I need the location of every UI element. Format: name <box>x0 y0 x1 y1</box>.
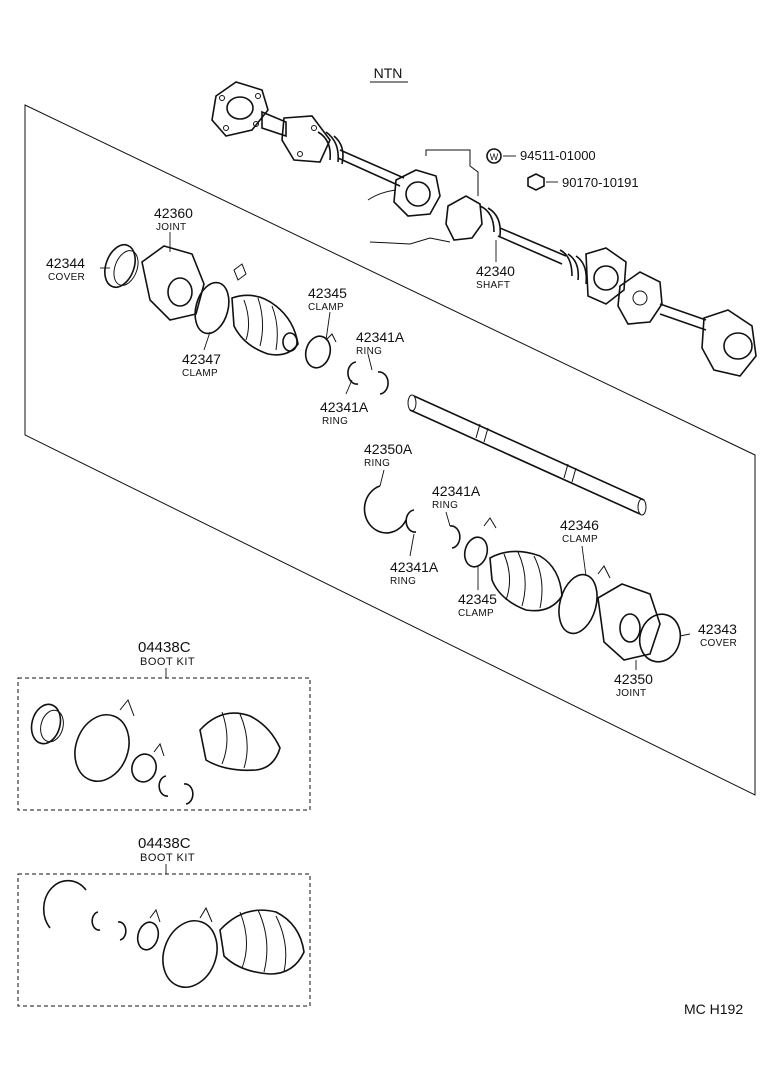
label-clamp-large: 42347 CLAMP <box>182 351 221 379</box>
part-name: SHAFT <box>476 280 510 291</box>
part-name: CLAMP <box>182 368 218 379</box>
part-number: 42343 <box>698 621 737 637</box>
outer-large-clamp <box>194 281 230 335</box>
inner-joint <box>597 583 661 661</box>
nut-part: 90170-10191 <box>527 173 639 191</box>
kit-2-frame <box>17 873 311 1007</box>
boot-kit-2: 04438C BOOT KIT <box>17 835 311 1007</box>
label-clamp-outer: 42345 CLAMP <box>308 285 347 313</box>
nut-number: 90170-10191 <box>562 175 639 190</box>
kit-number: 04438C <box>138 639 191 656</box>
kit-name: BOOT KIT <box>140 852 195 864</box>
part-name: RING <box>356 346 382 357</box>
outer-joint <box>141 245 247 321</box>
diagram-code: MC H192 <box>684 1001 743 1017</box>
part-number: 42347 <box>182 351 221 367</box>
washer-symbol: W <box>490 152 499 162</box>
rings-outer <box>347 361 389 395</box>
part-number: 42341A <box>390 559 439 575</box>
part-name: COVER <box>700 638 737 649</box>
label-ring-b: 42341A RING <box>320 399 369 427</box>
part-name: CLAMP <box>458 608 494 619</box>
part-name: CLAMP <box>562 534 598 545</box>
brand-label: NTN <box>374 65 403 81</box>
part-number: 42360 <box>154 205 193 221</box>
outer-cover <box>104 243 139 289</box>
kit-1-frame <box>17 677 311 811</box>
driveshaft-assembly <box>211 81 757 377</box>
label-ring-snap: 42350A RING <box>364 441 413 469</box>
part-number: 42340 <box>476 263 515 279</box>
kit-number: 04438C <box>138 835 191 852</box>
exploded-frame <box>24 104 756 796</box>
outer-small-clamp <box>304 333 337 369</box>
label-clamp-inner: 42346 CLAMP <box>560 517 599 545</box>
leader-lines <box>100 232 691 670</box>
part-name: RING <box>390 576 416 587</box>
part-name: CLAMP <box>308 302 344 313</box>
label-ring-d: 42341A RING <box>390 559 439 587</box>
kit-name: BOOT KIT <box>140 656 195 668</box>
part-number: 42341A <box>356 329 405 345</box>
inner-cover <box>638 613 682 663</box>
part-name: RING <box>322 416 348 427</box>
snap-ring <box>363 485 407 534</box>
label-ring-c: 42341A RING <box>432 483 481 511</box>
part-number: 42350 <box>614 671 653 687</box>
part-name: JOINT <box>156 222 186 233</box>
part-name: JOINT <box>616 688 646 699</box>
label-shaft: 42340 SHAFT <box>476 263 515 291</box>
part-number: 42344 <box>46 255 85 271</box>
part-number: 42341A <box>432 483 481 499</box>
boot-kit-1: 04438C BOOT KIT <box>17 639 311 811</box>
label-ring-a: 42341A RING <box>356 329 405 357</box>
washer-number: 94511-01000 <box>520 148 596 163</box>
rings-inner <box>405 509 461 549</box>
center-shaft <box>407 394 647 516</box>
inner-boot <box>489 550 563 612</box>
part-number: 42350A <box>364 441 413 457</box>
part-name: COVER <box>48 272 85 283</box>
washer-part: W 94511-01000 <box>486 148 596 164</box>
part-number: 42346 <box>560 517 599 533</box>
outer-boot <box>231 294 299 356</box>
inner-small-clamp <box>463 517 497 568</box>
label-cover-inner: 42343 COVER <box>698 621 737 649</box>
part-name: RING <box>432 500 458 511</box>
label-joint-inner: 42350 JOINT <box>614 671 653 699</box>
part-number: 42341A <box>320 399 369 415</box>
part-number: 42345 <box>308 285 347 301</box>
part-number: 42345 <box>458 591 497 607</box>
label-clamp-inner-small: 42345 CLAMP <box>458 591 497 619</box>
part-name: RING <box>364 458 390 469</box>
label-cover-outer: 42344 COVER <box>46 255 85 283</box>
label-joint-outer: 42360 JOINT <box>154 205 193 233</box>
